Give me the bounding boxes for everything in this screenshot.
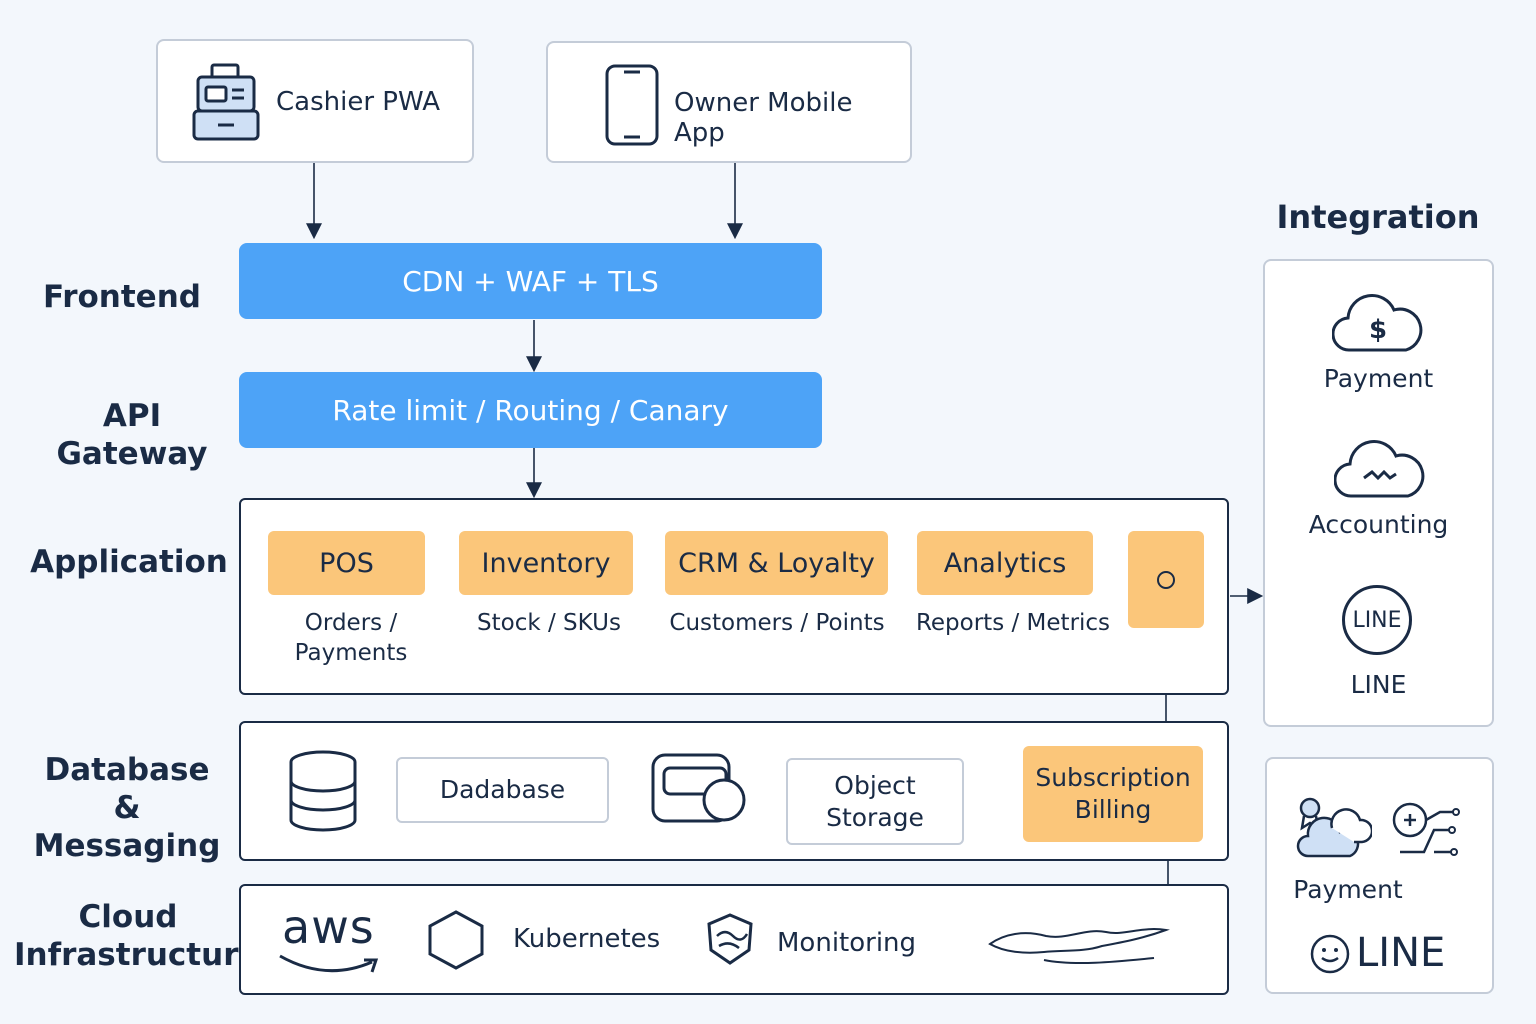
module-crm-loyalty[interactable]: CRM & Loyalty [665,531,888,595]
gateway-bar[interactable]: Rate limit / Routing / Canary [239,372,822,448]
layer-api-gateway-label: API Gateway [56,398,208,472]
subscription-billing-box[interactable]: Subscription Billing [1023,746,1203,842]
module-inventory-desc: Stock / SKUs [477,610,621,636]
accounting-cloud-icon [1334,439,1425,498]
kubernetes-hexagon-icon [428,910,484,970]
smartphone-icon [605,64,659,146]
smiley-icon [1310,934,1350,974]
module-crm-loyalty-desc: Customers / Points [669,610,885,636]
monitoring-label: Monitoring [777,928,917,958]
integration-payment2-label: Payment [1293,875,1403,904]
kubernetes-label: Kubernetes [513,924,661,954]
payment-badge-cloud-icon [1296,797,1372,858]
circle-node-icon [1157,570,1175,589]
cdn-waf-tls-bar[interactable]: CDN + WAF + TLS [239,243,822,319]
owner-mobile-app-label: Owner Mobile App [674,88,853,148]
cashier-pwa-card[interactable]: Cashier PWA [156,39,474,163]
owner-mobile-app-card[interactable]: Owner Mobile App [546,41,912,163]
module-analytics-desc: Reports / Metrics [915,610,1111,636]
svg-text:$: $ [1369,315,1387,345]
module-inventory[interactable]: Inventory [459,531,633,595]
integration-extra-panel [1265,757,1494,994]
cash-register-icon [192,63,260,141]
module-extra-node[interactable] [1128,531,1204,628]
module-pos[interactable]: POS [268,531,425,595]
aws-smile-icon [279,954,379,973]
monitoring-shield-icon [707,913,753,965]
integration-accounting-label: Accounting [1308,510,1449,539]
module-analytics[interactable]: Analytics [917,531,1093,595]
aws-logo-text: aws [282,900,375,954]
module-pos-desc: Orders / Payments [294,610,408,666]
network-nodes-icon [1392,802,1460,856]
integration-title: Integration [1276,198,1480,236]
layer-cloud-label: Cloud Infrastructure [14,899,260,973]
integration-payment-label: Payment [1323,364,1434,393]
cashier-pwa-label: Cashier PWA [276,87,441,117]
layer-database-label: Database & Messaging [33,752,221,864]
payment-cloud-icon: $ [1332,293,1423,352]
integration-line2-label: LINE [1356,930,1446,976]
cloud-squiggle-shape [988,928,1170,965]
database-icon [289,750,357,832]
object-storage-box[interactable]: Object Storage [786,758,964,845]
integration-line-label: LINE [1350,670,1407,699]
line-logo-icon: LINE [1342,585,1412,655]
layer-frontend-label: Frontend [43,279,201,315]
application-panel [239,498,1229,695]
database-box[interactable]: Dadabase [396,757,609,823]
layer-application-label: Application [30,544,228,580]
message-queue-icon [651,753,746,823]
